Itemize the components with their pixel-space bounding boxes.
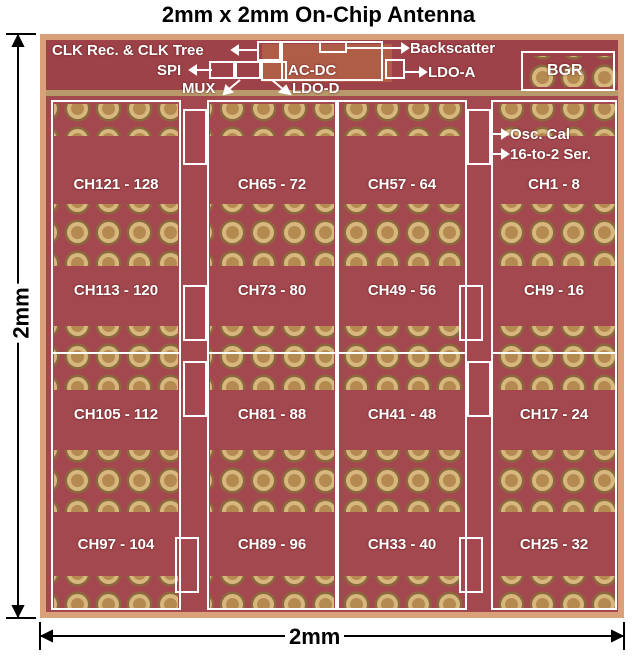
label-bgr: BGR bbox=[547, 62, 583, 79]
label-backscatter: Backscatter bbox=[410, 40, 496, 57]
channel-outlines bbox=[51, 41, 617, 610]
channel-label: CH9 - 16 bbox=[523, 282, 585, 299]
channel-label: CH105 - 112 bbox=[73, 406, 159, 423]
label-spi: SPI bbox=[157, 62, 182, 79]
channel-label: CH1 - 8 bbox=[528, 176, 580, 193]
channel-label: CH81 - 88 bbox=[237, 406, 307, 423]
channel-label: CH25 - 32 bbox=[519, 536, 589, 553]
label-ldo-d: LDO-D bbox=[292, 80, 340, 97]
dimension-vertical: 2mm bbox=[8, 283, 35, 343]
channel-label: CH17 - 24 bbox=[519, 406, 589, 423]
label-ldo-a: LDO-A bbox=[428, 64, 476, 81]
channel-label: CH97 - 104 bbox=[77, 536, 155, 553]
dimension-horizontal: 2mm bbox=[285, 624, 345, 650]
channel-label: CH33 - 40 bbox=[367, 536, 437, 553]
label-mux: MUX bbox=[182, 80, 216, 97]
channel-label: CH89 - 96 bbox=[237, 536, 307, 553]
channel-label: CH121 - 128 bbox=[73, 176, 159, 193]
channel-label: CH57 - 64 bbox=[367, 176, 437, 193]
channel-label: CH41 - 48 bbox=[367, 406, 437, 423]
bus-line bbox=[46, 90, 618, 96]
figure-title: 2mm x 2mm On-Chip Antenna bbox=[161, 2, 476, 27]
channel-label: CH49 - 56 bbox=[367, 282, 437, 299]
label-clk: CLK Rec. & CLK Tree bbox=[52, 42, 204, 59]
label-osc-cal: Osc. Cal bbox=[510, 126, 571, 143]
label-acdc: AC-DC bbox=[288, 62, 337, 79]
channel-label: CH113 - 120 bbox=[73, 282, 159, 299]
annotation-arrows bbox=[188, 42, 510, 160]
label-serializer: 16-to-2 Ser. bbox=[510, 146, 591, 163]
channel-label: CH65 - 72 bbox=[237, 176, 307, 193]
channel-label: CH73 - 80 bbox=[237, 282, 307, 299]
